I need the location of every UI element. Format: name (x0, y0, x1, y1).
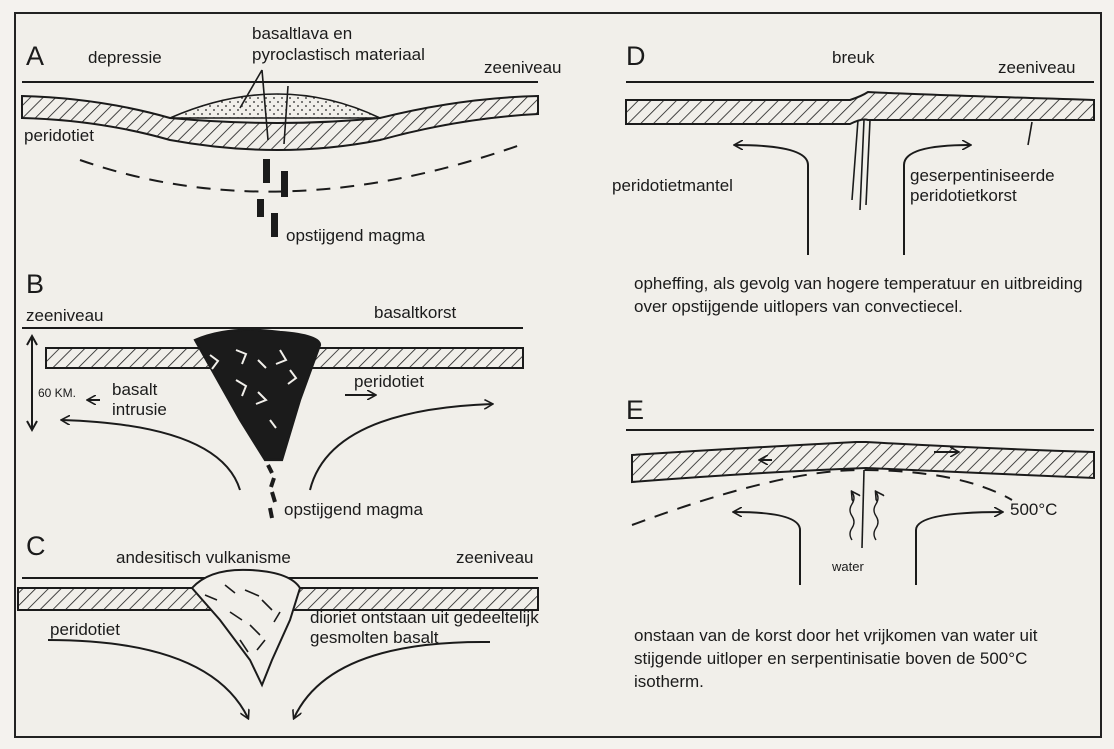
panel-c-letter: C (26, 532, 46, 560)
panel-b-drawing (22, 328, 523, 518)
pyroclastic-label: pyroclastisch materiaal (252, 45, 425, 64)
panel-d-caption: opheffing, als gevolg van hogere tempera… (634, 272, 1094, 318)
panel-a-peridotite-label: peridotiet (24, 126, 94, 145)
depth-label: 60 KM. (38, 387, 76, 400)
panel-b-rising-magma-label: opstijgend magma (284, 500, 423, 519)
panel-a-drawing (22, 70, 538, 236)
basalt-lava-label: basaltlava en (252, 24, 352, 43)
diorite-label-1: dioriet ontstaan uit gedeeltelijk (310, 608, 539, 627)
panel-d-sea-level-label: zeeniveau (998, 58, 1076, 77)
panel-b-letter: B (26, 270, 44, 298)
isotherm-label: 500°C (1010, 500, 1057, 519)
panel-c-diorite-body (192, 570, 300, 685)
water-label: water (832, 560, 864, 573)
panel-e-crust (632, 442, 1094, 482)
panel-c-drawing (18, 570, 538, 718)
serpentinised-label-2: peridotietkorst (910, 186, 1017, 205)
panel-b-peridotite-label: peridotiet (354, 372, 424, 391)
panel-a-dotted-lava (170, 94, 380, 118)
panel-a-moho-dashed (80, 145, 520, 192)
serpentinised-label-1: geserpentiniseerde (910, 166, 1055, 185)
basalt-intrusion-label-1: basalt (112, 380, 157, 399)
basalt-crust-label: basaltkorst (374, 303, 456, 322)
mantle-label: peridotietmantel (612, 176, 733, 195)
panel-a-rising-magma-label: opstijgend magma (286, 226, 425, 245)
basalt-intrusion-label-2: intrusie (112, 400, 167, 419)
panel-a-sea-level-label: zeeniveau (484, 58, 562, 77)
panel-b-basalt-intrusion (195, 330, 320, 460)
panel-c-sea-level-label: zeeniveau (456, 548, 534, 567)
panel-a-letter: A (26, 42, 44, 70)
panel-b-sea-level-label: zeeniveau (26, 306, 104, 325)
andesitic-volcanism-label: andesitisch vulkanisme (116, 548, 291, 567)
diorite-label-2: gesmolten basalt (310, 628, 439, 647)
panel-e-letter: E (626, 396, 644, 424)
depression-label: depressie (88, 48, 162, 67)
panel-e-caption: onstaan van de korst door het vrijkomen … (634, 624, 1094, 693)
panel-d-letter: D (626, 42, 646, 70)
fault-label: breuk (832, 48, 875, 67)
panel-d-crust (626, 92, 1094, 124)
panel-c-peridotite-label: peridotiet (50, 620, 120, 639)
